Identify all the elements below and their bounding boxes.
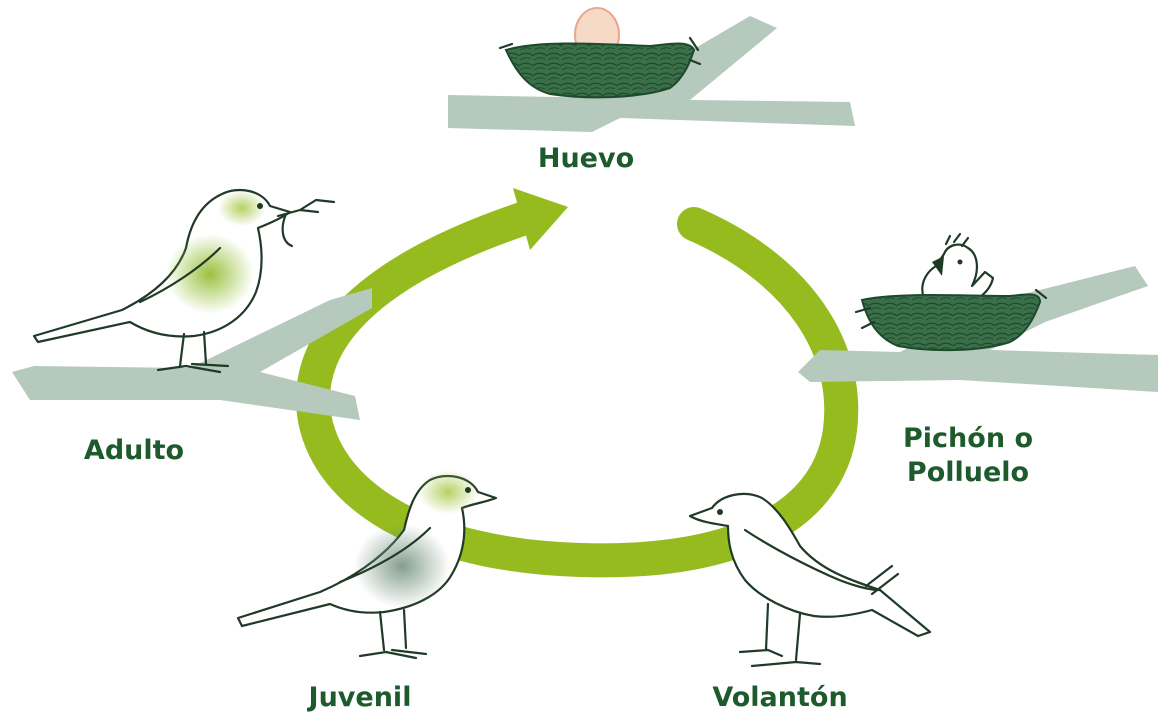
adult-illustration <box>12 188 372 420</box>
label-adulto: Adulto <box>83 435 185 466</box>
cycle-arrowhead <box>513 188 568 250</box>
nest-right <box>860 293 1042 352</box>
fledgling-body <box>688 492 932 638</box>
label-huevo: Huevo <box>537 143 635 174</box>
chick-beak <box>932 256 944 276</box>
label-juvenil: Juvenil <box>308 682 412 713</box>
fledgling-bird <box>688 492 932 668</box>
juvenile-bird <box>236 470 498 660</box>
egg-illustration <box>448 7 855 132</box>
branch-left <box>12 288 372 420</box>
label-pichon-o-polluelo: Pichón o Polluelo <box>903 423 1033 488</box>
nest-top <box>504 42 696 99</box>
twig-in-beak <box>276 198 336 218</box>
label-volanton: Volantón <box>712 682 848 713</box>
nestling-illustration <box>798 232 1158 392</box>
